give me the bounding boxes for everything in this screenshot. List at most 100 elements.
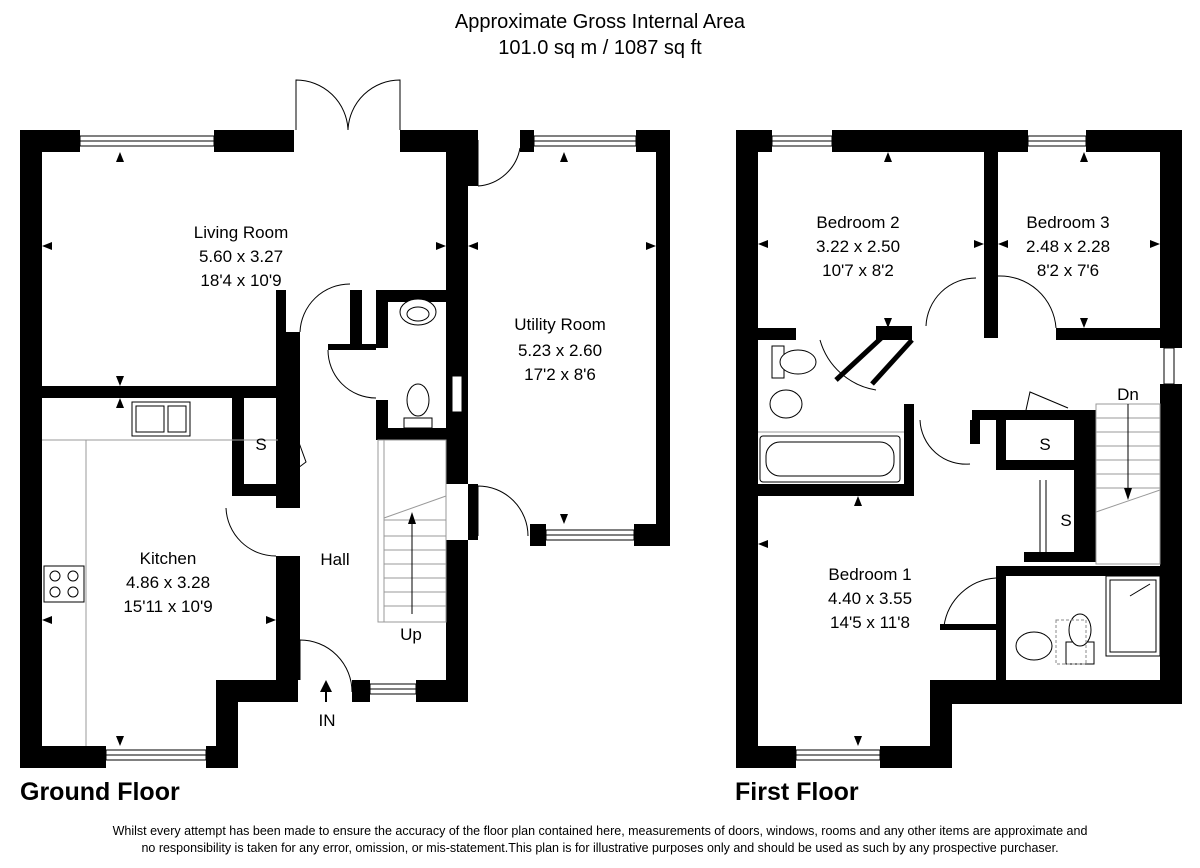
living-wall-south [20,386,282,398]
ff-wall-east-a [1160,130,1182,348]
toilet-icon [406,383,430,417]
ensuite-door-stub [940,624,996,630]
bed3-wall-south [1056,328,1182,340]
first-floor-plan [736,130,1182,768]
hob-icon [43,565,85,603]
bedroom3-metric: 2.48 x 2.28 [1026,237,1110,256]
landing-stub [970,420,980,444]
ff-wall-north-c [1086,130,1182,152]
landing-door [919,419,971,465]
bed2-wall-south-a [736,328,796,340]
kitchen-door [225,507,277,557]
bathtub-icon [759,435,901,483]
kitchen-imperial: 15'11 x 10'9 [123,597,212,616]
bedroom2-name: Bedroom 2 [816,213,899,232]
utility-door-south [477,485,529,537]
utility-wall-s-a [530,524,546,546]
utility-wall-sw [468,484,478,540]
ff-store1-label: S [1039,435,1050,454]
wc-wall-w-low [376,400,388,440]
bedroom2-metric: 3.22 x 2.50 [816,237,900,256]
shower-tray-icon [1105,575,1161,657]
ff-wall-north-b [832,130,1028,152]
store1-wall-s [996,460,1084,470]
bedroom1-metric: 4.40 x 3.55 [828,589,912,608]
ff-wall-south-c [930,680,1182,704]
utility-room-name: Utility Room [514,315,606,334]
landing-window [1163,347,1175,385]
ff-wall-east-b [1160,384,1182,704]
wc-wall-stub [328,344,376,350]
bedroom1-imperial: 14'5 x 11'8 [830,613,910,632]
ensuite-door [943,577,997,627]
gf-wall-north-b [214,130,294,152]
gf-wall-west [20,130,42,746]
ensuite-toilet-icon [1068,613,1092,647]
ground-floor-plan [20,79,670,768]
hall-wall-west [276,332,300,508]
wc-wall-n [376,290,458,302]
wc-window [451,375,463,413]
gf-wall-north-a [20,130,80,152]
kitchen-worktop [42,439,278,746]
ensuite-basin-icon [1015,631,1053,661]
patio-door-right [347,79,401,131]
gf-wall-porch-a [216,680,298,702]
entrance-arrow-icon [320,680,332,692]
first-floor-title: First Floor [735,778,859,806]
disclaimer-line-2: no responsibility is taken for any error… [141,841,1058,855]
wc-wall-w [376,290,388,348]
cupboard-door [289,417,307,475]
living-room-imperial: 18'4 x 10'9 [200,271,281,290]
ff-staircase [1095,403,1161,565]
store1-door [1025,391,1069,411]
store1-wall-w [996,420,1006,468]
gf-wall-porch-b [352,680,370,702]
gf-store-label: S [255,435,266,454]
bedroom3-name: Bedroom 3 [1026,213,1109,232]
gf-wall-south-a [20,746,106,768]
bath-wall-south [736,484,914,496]
ensuite-wall-n [996,566,1160,576]
bed3-door [997,275,1057,329]
kitchen-name: Kitchen [140,549,197,568]
ground-floor-title: Ground Floor [20,778,180,806]
living-room-metric: 5.60 x 3.27 [199,247,283,266]
living-room-name: Living Room [194,223,289,242]
toilet-cistern-icon [403,417,433,429]
gross-area-value: 101.0 sq m / 1087 sq ft [498,37,702,59]
ff-wall-north-a [736,130,772,152]
entrance-label: IN [319,711,336,730]
stairwell-wall [1074,410,1096,562]
bedroom1-name: Bedroom 1 [828,565,911,584]
utility-wall-nw [468,130,478,186]
ff-wall-west [736,130,758,768]
utility-wall-n-a [520,130,534,152]
utility-wall-east [656,130,670,546]
utility-room-imperial: 17'2 x 8'6 [524,365,596,384]
wc-wall-s [376,428,458,440]
disclaimer-line-1: Whilst every attempt has been made to en… [113,824,1088,838]
patio-door-left [295,79,349,131]
ff-store2-label: S [1060,511,1071,530]
store2-wall-s [1024,552,1096,562]
gf-staircase [377,439,447,623]
bathroom-toilet-icon [779,349,817,375]
cupboard-wall-s [232,484,290,496]
bedroom3-imperial: 8'2 x 7'6 [1037,261,1099,280]
gf-stairs-up-label: Up [400,625,422,644]
landing-wall [972,410,1084,420]
living-door-wall [276,290,286,340]
bedroom2-imperial: 10'7 x 8'2 [822,261,894,280]
ff-stairs-down-label: Dn [1117,385,1139,404]
bath-wall-east [904,404,914,496]
wc-door [327,349,377,399]
cupboard-wall-w [232,398,244,494]
bed2-door [925,277,977,327]
ff-wall-south-a [736,746,796,768]
wc-wall-a [350,290,362,348]
hall-wall-west-low [276,556,300,680]
store2-sliding-door [1039,480,1047,552]
hall-name: Hall [320,550,349,569]
